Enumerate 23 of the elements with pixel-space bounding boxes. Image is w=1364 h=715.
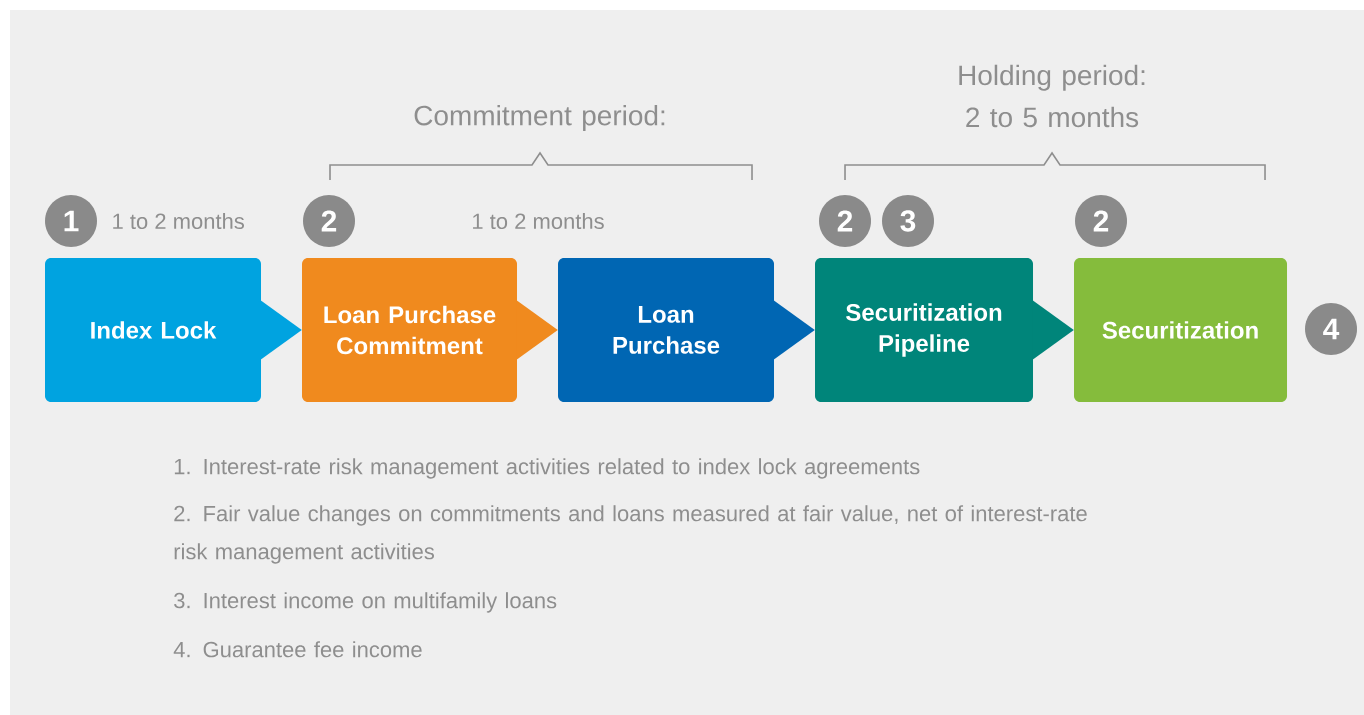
callout-number: 2	[1075, 195, 1127, 247]
arrow	[516, 300, 558, 360]
callout-number: 1	[45, 195, 97, 247]
arrow	[1032, 300, 1074, 360]
period-heading: Commitment period:	[414, 104, 665, 132]
callout-number: 2	[303, 195, 355, 247]
list-item: 2. Fair value changes on commitments and loans measured at fair value, net of interest-rate risk management activities	[174, 505, 1087, 564]
callout-number: 3	[882, 195, 934, 247]
duration-text: 1 to 2 months	[113, 212, 244, 230]
arrow	[773, 300, 815, 360]
arrow	[260, 300, 302, 360]
process-box: Index Lock	[45, 258, 261, 402]
duration-text: 1 to 2 months	[473, 212, 604, 230]
list-item: 4. Guarantee fee income	[173, 641, 422, 658]
process-box: Loan Purchase	[558, 258, 774, 402]
list-item: 3. Interest income on multifamily loans	[174, 592, 557, 613]
period-heading: Holding period: 2 to 5 months	[959, 64, 1145, 128]
process-box: Loan Purchase Commitment	[302, 258, 517, 402]
callout-number: 4	[1305, 303, 1357, 355]
callout-number: 2	[819, 195, 871, 247]
list-item: 1. Interest-rate risk management activities related to index lock agreements	[174, 458, 920, 479]
process-box: Securitization	[1074, 258, 1287, 402]
process-box: Securitization Pipeline	[815, 258, 1033, 402]
